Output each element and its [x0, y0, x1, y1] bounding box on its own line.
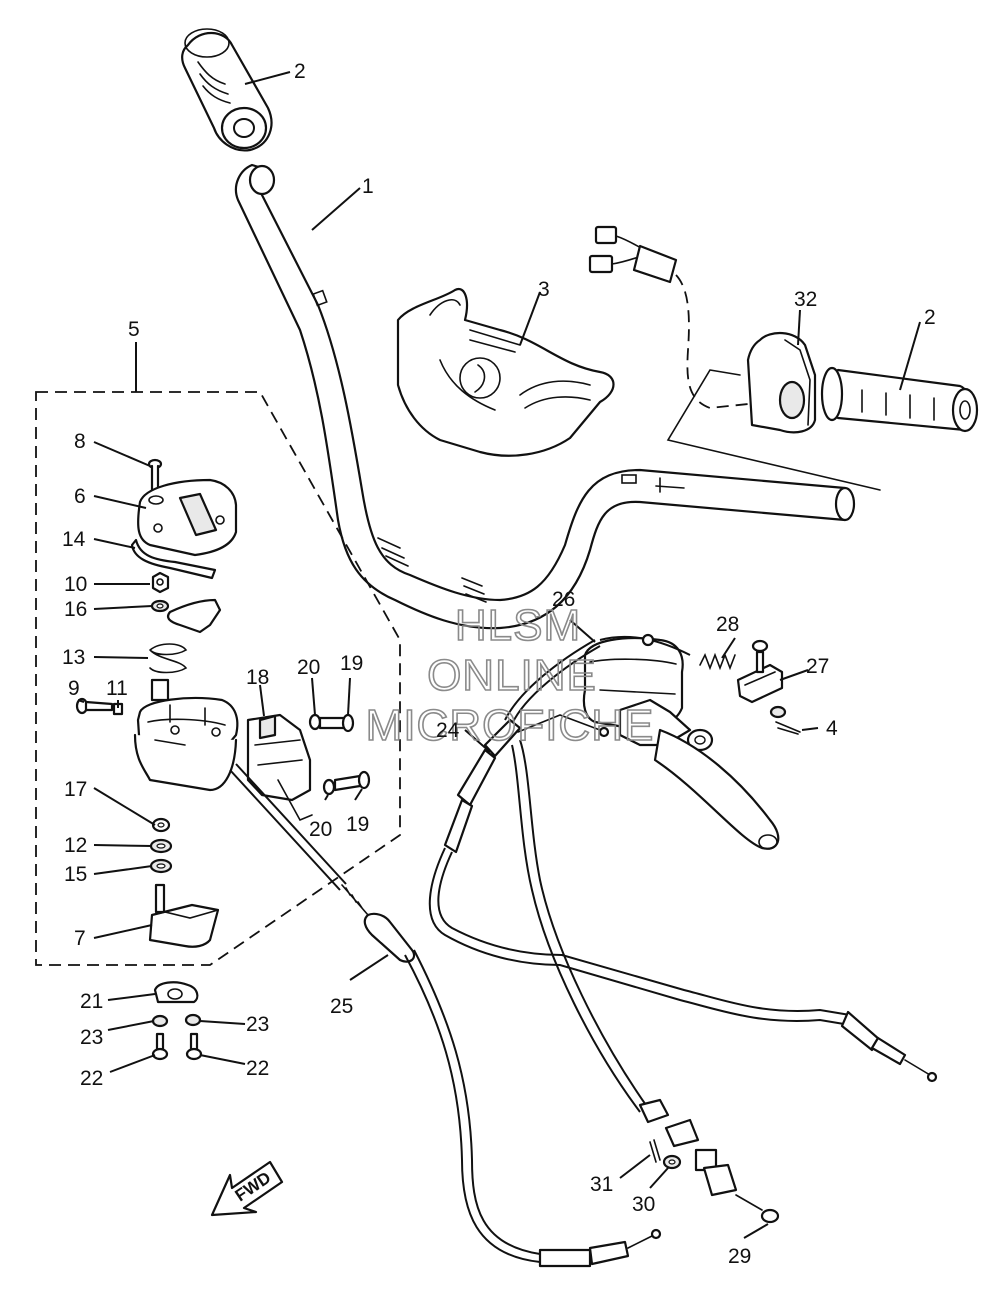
throttle-wire — [588, 225, 881, 491]
callout-19a: 19 — [340, 652, 363, 675]
callout-24: 24 — [436, 719, 460, 742]
callout-23b: 23 — [246, 1013, 269, 1036]
bushing — [150, 678, 170, 702]
washer-16 — [150, 599, 170, 613]
switch-upper-case — [137, 478, 238, 557]
clutch-cable — [511, 714, 780, 1224]
master-cylinder — [582, 637, 714, 752]
spring-13 — [149, 643, 188, 674]
screw-8 — [147, 458, 163, 494]
callout-12: 12 — [64, 834, 87, 857]
washer-15 — [149, 858, 173, 874]
throttle-cable — [229, 763, 662, 1268]
callout-18: 18 — [246, 666, 269, 689]
callout-1: 1 — [362, 175, 374, 198]
screw-19-bottom — [333, 770, 371, 792]
cotter-pin-31 — [649, 1139, 661, 1163]
callout-3: 3 — [538, 278, 550, 301]
washer-17 — [151, 817, 171, 833]
forward-arrow: FWD — [210, 1160, 284, 1217]
callout-26: 26 — [552, 588, 575, 611]
callout-8: 8 — [74, 430, 86, 453]
callout-2a: 2 — [294, 60, 306, 83]
callout-19b: 19 — [346, 813, 369, 836]
lever — [653, 728, 780, 850]
callout-25: 25 — [330, 995, 353, 1018]
watermark: HLSM ONLINE MICROFICHE — [365, 600, 655, 751]
callout-9: 9 — [68, 677, 80, 700]
callouts: 1 2 2 3 4 5 6 7 8 9 10 11 12 13 14 15 16… — [62, 60, 936, 1268]
switch-assembly-outline — [35, 391, 401, 966]
callout-28: 28 — [716, 613, 739, 636]
callout-22b: 22 — [246, 1057, 269, 1080]
washer-12 — [149, 838, 173, 854]
callout-5: 5 — [128, 318, 140, 341]
switch-18 — [246, 713, 313, 822]
bolt-22-left — [151, 1032, 169, 1061]
callout-30: 30 — [632, 1193, 655, 1216]
screw-9 — [75, 697, 114, 715]
callout-11: 11 — [106, 677, 128, 700]
callout-14: 14 — [62, 528, 86, 551]
cotter-pin-4 — [775, 721, 801, 735]
lever-plate — [166, 598, 222, 634]
brake-cable — [428, 639, 938, 1083]
screw-19-top — [318, 713, 355, 733]
callout-16: 16 — [64, 598, 87, 621]
handlebar — [234, 163, 856, 630]
watermark-line-2: ONLINE — [427, 651, 597, 700]
callout-32: 32 — [794, 288, 817, 311]
oring-20-bottom — [322, 778, 336, 796]
gasket-14 — [130, 538, 217, 580]
callout-20a: 20 — [297, 656, 320, 679]
callout-29: 29 — [728, 1245, 751, 1268]
callout-27: 27 — [806, 655, 829, 678]
clamp-21 — [153, 981, 199, 1004]
watermark-line-3: MICROFICHE — [366, 701, 655, 750]
callout-7: 7 — [74, 927, 86, 950]
watermark-line-1: HLSM — [455, 601, 581, 650]
nut-10 — [151, 571, 170, 594]
left-grip — [181, 28, 273, 152]
spring-28 — [599, 633, 736, 671]
washer-30 — [662, 1154, 682, 1170]
throttle-housing — [746, 332, 817, 434]
oring-20-top — [308, 713, 322, 731]
handlebar-cover — [396, 287, 615, 457]
callout-15: 15 — [64, 863, 87, 886]
callout-6: 6 — [74, 485, 86, 508]
leader-lines — [77, 71, 921, 1239]
callout-2b: 2 — [924, 306, 936, 329]
washer-23-left — [151, 1014, 169, 1028]
bolt-22-right — [185, 1032, 203, 1061]
callout-4: 4 — [826, 717, 838, 740]
callout-22a: 22 — [80, 1067, 103, 1090]
callout-20b: 20 — [309, 818, 332, 841]
callout-13: 13 — [62, 646, 85, 669]
callout-21: 21 — [80, 990, 103, 1013]
adjuster-27 — [736, 639, 787, 719]
switch-lower-case — [133, 697, 239, 792]
washer-23-right — [184, 1013, 202, 1027]
knob-7 — [148, 883, 220, 948]
callout-23a: 23 — [80, 1026, 103, 1049]
callout-31: 31 — [590, 1173, 613, 1196]
right-grip — [820, 366, 979, 433]
callout-17: 17 — [64, 778, 87, 801]
callout-10: 10 — [64, 573, 87, 596]
